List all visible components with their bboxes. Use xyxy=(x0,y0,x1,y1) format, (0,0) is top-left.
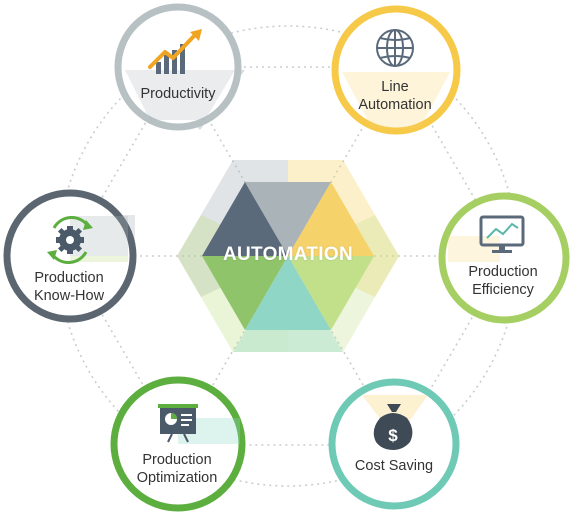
node-label-line: Production xyxy=(142,452,212,468)
center-label: AUTOMATION xyxy=(222,244,353,265)
node-label-production-efficiency: Production Efficiency xyxy=(438,263,568,299)
monitor-chart-icon xyxy=(479,215,525,253)
inner-hexagon xyxy=(202,182,374,330)
triangle-green xyxy=(202,256,288,330)
triangle-yellow xyxy=(288,182,374,256)
node-productivity xyxy=(114,3,242,131)
svg-text:$: $ xyxy=(388,426,398,445)
triangle-light-green xyxy=(288,256,374,330)
money-bag-icon: $ xyxy=(373,404,413,450)
node-label-production-optimization: Production Optimization xyxy=(112,451,242,487)
node-label-line: Efficiency xyxy=(472,282,534,298)
node-label-line: Know-How xyxy=(33,288,105,304)
node-label-line: Productivity xyxy=(140,86,216,102)
node-label-line: Production xyxy=(468,264,538,280)
node-line-automation xyxy=(331,5,461,135)
node-label-line-automation: Line Automation xyxy=(330,78,460,114)
node-production-efficiency xyxy=(438,192,570,324)
node-label-line: Cost Saving xyxy=(354,458,434,474)
triangle-dark xyxy=(202,182,288,256)
node-label-line: Optimization xyxy=(136,470,218,486)
globe-icon xyxy=(376,29,414,67)
node-label-line: Production xyxy=(34,270,104,286)
growth-chart-icon xyxy=(148,29,202,74)
node-label-line: Line xyxy=(381,79,409,95)
triangle-gray xyxy=(245,182,331,256)
presentation-board-icon xyxy=(158,404,198,443)
node-label-productivity: Productivity xyxy=(113,85,243,103)
node-label-cost-saving: Cost Saving xyxy=(329,457,459,475)
node-label-production-know-how: Production Know-How xyxy=(4,269,134,305)
node-label-line: Automation xyxy=(358,97,432,113)
gear-cycle-icon xyxy=(47,215,93,265)
triangle-teal xyxy=(245,256,331,330)
node-production-optimization xyxy=(110,376,246,512)
